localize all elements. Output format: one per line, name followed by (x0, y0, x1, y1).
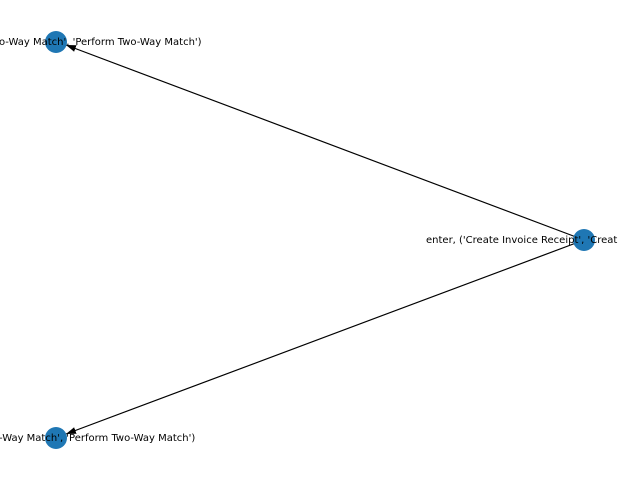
node-top[interactable] (45, 31, 67, 53)
node-right[interactable] (573, 229, 595, 251)
node-top-label: o-Way Match', 'Perform Two-Way Match') (0, 37, 202, 48)
edges (65, 44, 585, 435)
edge-right-to-bottom (65, 239, 585, 435)
node-bottom[interactable] (45, 427, 67, 449)
node-right-label: enter, ('Create Invoice Receipt', 'Creat (426, 235, 617, 246)
edge-right-to-top (65, 44, 585, 241)
labels: o-Way Match', 'Perform Two-Way Match') e… (0, 37, 617, 444)
node-bottom-label: -Way Match', 'Perform Two-Way Match') (0, 433, 195, 444)
nodes (45, 31, 595, 449)
